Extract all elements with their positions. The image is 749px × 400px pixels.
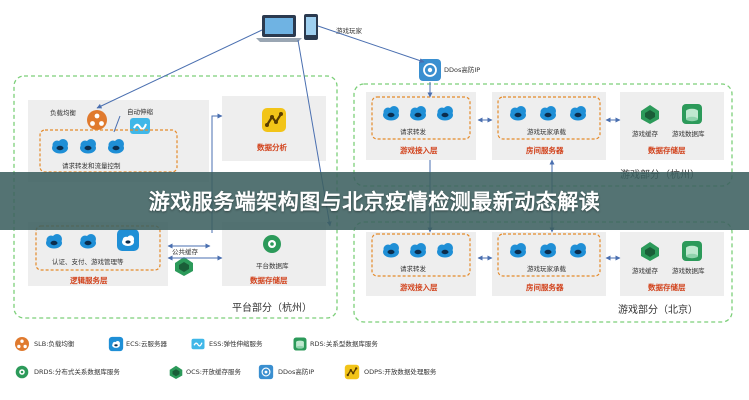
rds-icon [682, 241, 702, 261]
ess-icon [129, 117, 151, 135]
hz-room-box [497, 96, 601, 140]
legend-item: ESS:弹性伸缩服务 [209, 339, 263, 348]
gateway-label: 请求转发和流量控制 [62, 161, 121, 170]
bj-room-box [497, 233, 601, 277]
bj-access-box [371, 233, 471, 277]
title-banner: 游戏服务端架构图与北京疫情检测最新动态解读 [0, 172, 749, 230]
legend-item: ECS:云服务器 [126, 339, 167, 348]
legend-item: ODPS:开放数据处理服务 [364, 367, 437, 376]
slb-label: 负载均衡 [50, 108, 77, 117]
legend-item: DRDS:分布式关系数据库服务 [34, 367, 120, 376]
platform-region-label: 平台部分（杭州） [232, 301, 312, 314]
rds-icon [293, 337, 307, 351]
bj-room-layer-label: 房间服务器 [526, 282, 564, 292]
bj-storage-panel [620, 232, 724, 296]
ocs-icon [169, 365, 183, 379]
player-label: 游戏玩家 [336, 26, 363, 35]
hz-cache-label: 游戏缓存 [632, 129, 659, 138]
drds-icon [15, 365, 29, 379]
ess-icon [190, 338, 206, 350]
rds-icon [682, 104, 702, 124]
hz-db-label: 游戏数据库 [672, 129, 705, 138]
bj-db-label: 游戏数据库 [672, 266, 705, 275]
bj-cache-label: 游戏缓存 [632, 266, 659, 275]
public-cache-label: 公共缓存 [172, 247, 199, 256]
hz-room-panel [492, 92, 606, 160]
ddos-icon [418, 58, 442, 82]
bj-access-panel [366, 232, 476, 296]
legend-item: OCS:开放缓存服务 [186, 367, 241, 376]
bj-storage-layer-label: 数据存储层 [648, 282, 686, 292]
bj-room-panel [492, 232, 606, 296]
legend-item: RDS:关系型数据库服务 [310, 339, 378, 348]
odps-icon [344, 364, 360, 380]
hz-access-item-label: 请求转发 [400, 127, 427, 136]
legend-item: SLB:负载均衡 [34, 339, 75, 348]
banner-title: 游戏服务端架构图与北京疫情检测最新动态解读 [148, 190, 601, 214]
hz-room-item-label: 游戏玩家承载 [527, 127, 567, 136]
logic-layer-label: 逻辑服务层 [69, 275, 108, 285]
ecs-icon [117, 229, 139, 251]
connector [96, 29, 263, 109]
hz-access-layer-label: 游戏接入层 [400, 145, 438, 155]
hz-storage-panel [620, 92, 724, 160]
legend-item: DDos高防IP [278, 367, 314, 376]
drds-icon [263, 235, 281, 253]
ddos-icon [258, 364, 274, 380]
bj-region-label: 游戏部分（北京） [618, 303, 698, 316]
platform-storage-layer-label: 数据存储层 [250, 275, 288, 285]
ddos-label: DDos高防IP [444, 65, 480, 74]
analytics-label: 数据分析 [257, 142, 287, 152]
connector [317, 25, 425, 63]
platform-db-label: 平台数据库 [256, 261, 289, 270]
ecs-icon [108, 336, 124, 352]
public-cache-icon [175, 257, 193, 276]
phone-icon [304, 14, 318, 40]
platform-storage-panel [222, 222, 326, 286]
laptop-icon [256, 15, 302, 42]
logic-items-label: 认证、支付、游戏管理等 [52, 257, 124, 266]
game-hangzhou-region [353, 83, 733, 187]
bj-room-item-label: 游戏玩家承载 [527, 264, 567, 273]
hz-room-layer-label: 房间服务器 [526, 145, 564, 155]
slb-icon [87, 110, 107, 130]
logic-panel [28, 222, 168, 286]
connector [113, 115, 121, 133]
ess-label: 自动伸缩 [127, 107, 154, 116]
odps-icon [260, 106, 288, 134]
hz-access-panel [366, 92, 476, 160]
slb-icon [15, 337, 29, 351]
hz-storage-layer-label: 数据存储层 [648, 145, 686, 155]
bj-access-item-label: 请求转发 [400, 264, 427, 273]
legend: SLB:负载均衡 ECS:云服务器 ESS:弹性伸缩服务 RDS:关系型数据库服… [15, 336, 437, 380]
bj-access-layer-label: 游戏接入层 [400, 282, 438, 292]
hz-access-box [371, 96, 471, 140]
